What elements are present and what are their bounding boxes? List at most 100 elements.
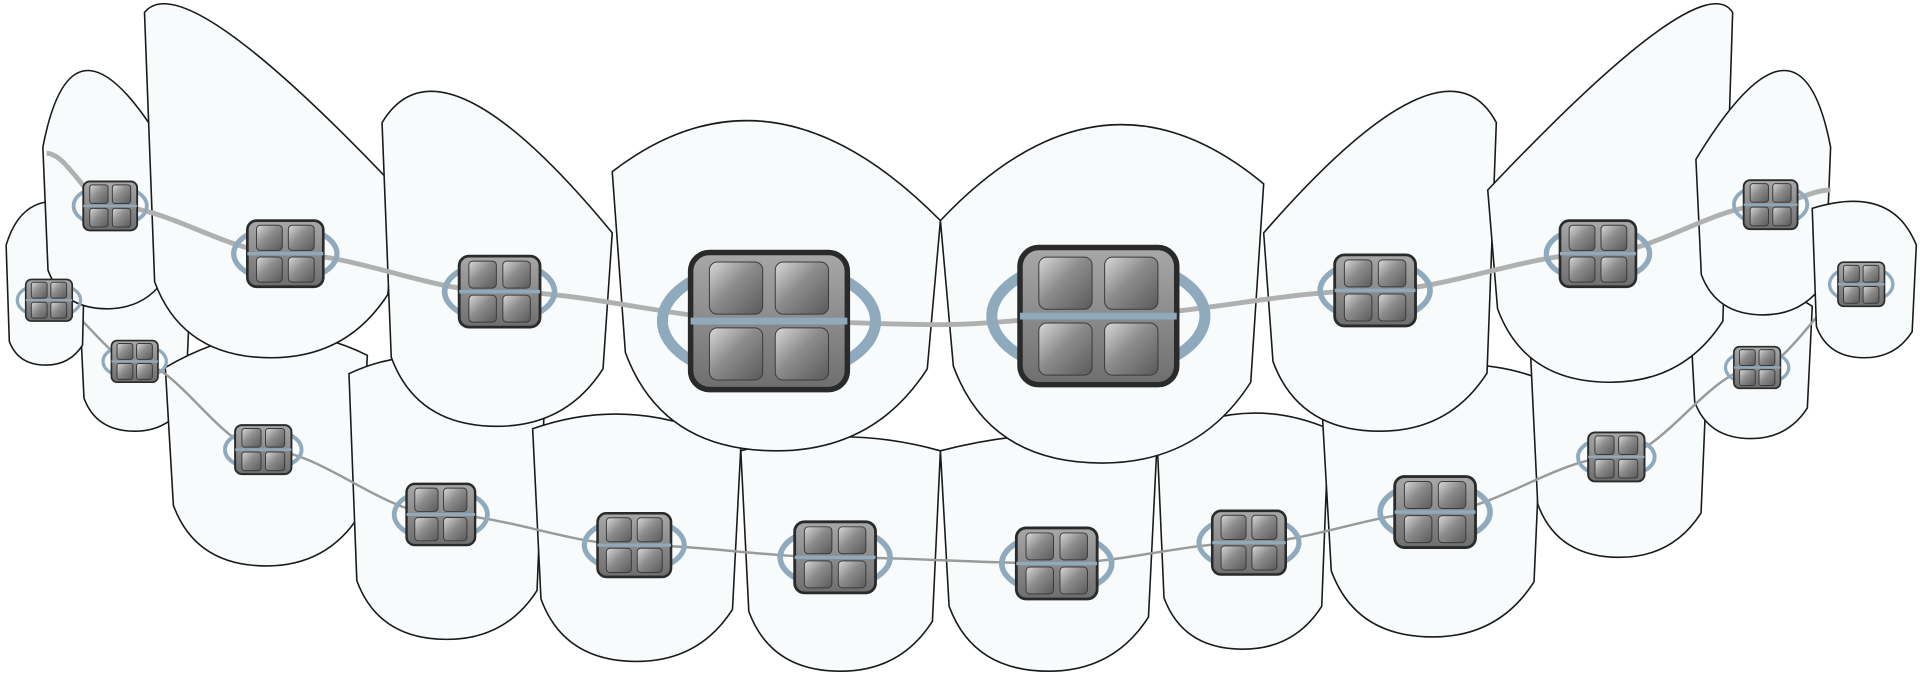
bracket-wing xyxy=(468,294,497,323)
bracket-wing xyxy=(1403,515,1433,544)
bracket-wing xyxy=(30,281,48,299)
bracket-wing xyxy=(1251,514,1278,540)
bracket xyxy=(441,254,558,329)
bracket-wing xyxy=(1758,369,1776,386)
bracket xyxy=(1317,253,1433,328)
bracket-wing xyxy=(255,224,283,251)
bracket-wing xyxy=(502,294,531,323)
bracket-wing xyxy=(1059,566,1088,595)
bracket xyxy=(1723,345,1791,390)
bracket-wing xyxy=(1025,566,1054,595)
bracket-wing xyxy=(1104,256,1159,310)
bracket-wing xyxy=(1738,369,1756,386)
bracket xyxy=(1732,179,1810,231)
bracket-wing xyxy=(1038,256,1093,310)
bracket-wing xyxy=(803,560,833,589)
bracket-wing xyxy=(1568,224,1596,251)
brackets xyxy=(15,179,1895,601)
bracket xyxy=(998,526,1115,601)
bracket-wing xyxy=(837,526,867,555)
upper-tooth xyxy=(1486,3,1734,384)
bracket-wing xyxy=(1343,293,1373,322)
bracket-wing xyxy=(116,363,134,380)
bracket-wing xyxy=(1749,206,1769,227)
bracket-wing xyxy=(116,343,134,360)
bracket xyxy=(231,219,340,289)
bracket-wing xyxy=(50,301,68,319)
bracket-wing xyxy=(265,428,286,448)
upper-tooth xyxy=(143,3,399,359)
bracket-wing xyxy=(1104,322,1159,376)
bracket-wing xyxy=(605,517,632,543)
bracket-wing xyxy=(636,517,663,543)
bracket-wing xyxy=(30,301,48,319)
bracket-wing xyxy=(1772,183,1792,203)
lower-archwire xyxy=(5,243,1911,565)
bracket-wing xyxy=(287,256,315,283)
bracket xyxy=(15,278,83,322)
bracket xyxy=(777,520,893,595)
bracket-wing xyxy=(1220,514,1247,540)
bracket-wing xyxy=(136,363,153,380)
bracket-wing xyxy=(50,281,68,299)
bracket-wing xyxy=(136,343,153,360)
bracket-wing xyxy=(1437,481,1467,509)
bracket-wing xyxy=(414,487,439,512)
bracket-wing xyxy=(1568,256,1596,283)
bracket xyxy=(1543,219,1653,289)
bracket xyxy=(1827,261,1895,308)
bracket xyxy=(101,339,168,384)
bracket-wing xyxy=(1772,206,1792,227)
bracket-wing xyxy=(1038,322,1093,376)
bracket xyxy=(1196,509,1302,576)
bracket-wing xyxy=(774,261,830,315)
bracket-wing xyxy=(443,487,468,512)
bracket-wing xyxy=(443,517,468,542)
bracket-wing xyxy=(1343,259,1373,288)
bracket-wing xyxy=(265,451,286,472)
bracket-wing xyxy=(1600,256,1628,283)
bracket-wing xyxy=(255,256,283,283)
bracket-wing xyxy=(1749,183,1769,203)
bracket-wing xyxy=(1843,286,1860,304)
bracket xyxy=(391,482,490,547)
bracket-wing xyxy=(708,327,764,381)
bracket-wing xyxy=(111,184,132,204)
bracket-wing xyxy=(468,260,497,289)
bracket-wing xyxy=(89,207,109,228)
bracket-wing xyxy=(1059,532,1088,561)
bracket-wing xyxy=(837,560,867,589)
bracket-wing xyxy=(1377,293,1407,322)
bracket-wing xyxy=(636,547,663,573)
bracket-wing xyxy=(708,261,764,315)
bracket-wing xyxy=(1618,458,1639,479)
bracket-wing xyxy=(287,224,315,251)
bracket-wing xyxy=(502,260,531,289)
bracket-wing xyxy=(241,451,262,472)
bracket-wing xyxy=(605,547,632,573)
bracket-wing xyxy=(1403,481,1433,509)
bracket xyxy=(1576,431,1657,483)
bracket xyxy=(656,249,882,393)
bracket-wing xyxy=(1594,458,1615,479)
bracket-wing xyxy=(1437,515,1467,544)
bracket-wing xyxy=(1220,545,1247,571)
lower-wire xyxy=(5,243,1911,565)
bracket xyxy=(986,244,1211,388)
bracket-wing xyxy=(1738,349,1756,366)
bracket-wing xyxy=(1251,545,1278,571)
bracket-wing xyxy=(1862,286,1880,304)
bracket-wing xyxy=(1618,435,1639,455)
bracket-wing xyxy=(1758,349,1776,366)
bracket xyxy=(581,511,687,579)
bracket xyxy=(1377,475,1493,549)
bracket-wing xyxy=(803,526,833,555)
bracket-wing xyxy=(241,428,262,448)
bracket-wing xyxy=(774,327,830,381)
bracket-wing xyxy=(111,207,132,228)
bracket-wing xyxy=(1862,264,1880,283)
bracket xyxy=(222,424,304,476)
bracket-wing xyxy=(1377,259,1407,288)
